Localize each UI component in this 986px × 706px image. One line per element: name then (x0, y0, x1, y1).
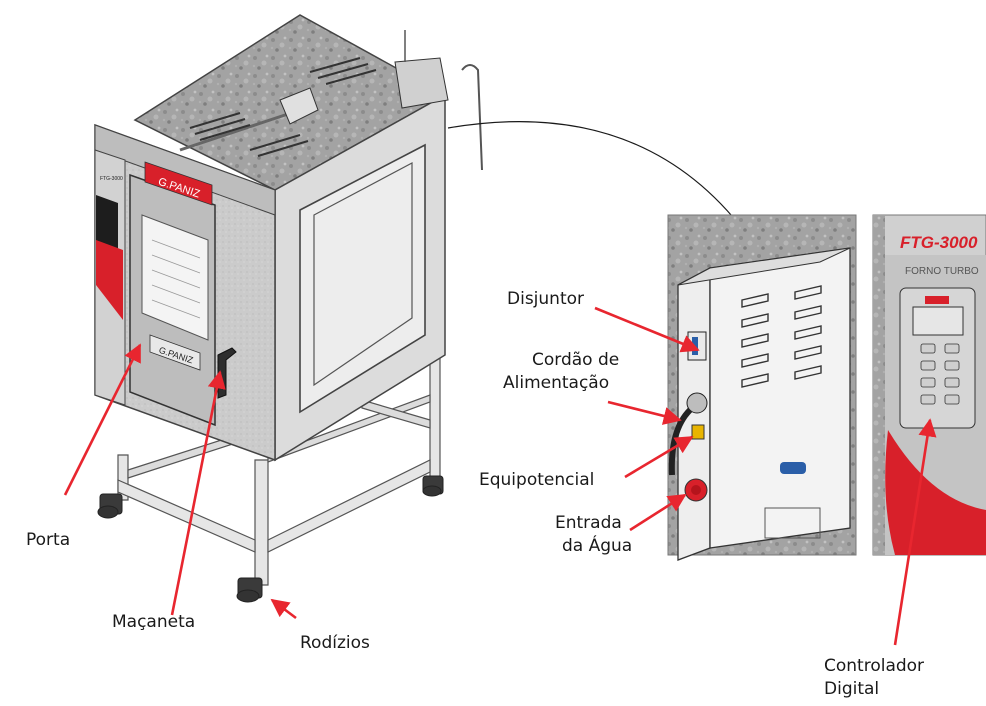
label-macaneta: Maçaneta (112, 612, 196, 632)
controller-detail-panel (872, 214, 986, 556)
label-disjuntor: Disjuntor (507, 289, 584, 309)
label-controlador-line2: Digital (824, 679, 880, 699)
caster-wheels (97, 475, 444, 603)
arrow-cordao (607, 400, 682, 425)
arrow-rodizios (270, 598, 297, 620)
label-cordao-line1: Cordão de (532, 350, 620, 370)
detail-connector-curve (447, 121, 746, 233)
pointer-arrows (63, 306, 937, 646)
oven-side-model: FTG-3000 (100, 176, 123, 182)
label-cordao-line2: Alimentação (503, 373, 610, 393)
controller-subtitle-text: FORNO TURBO (905, 266, 979, 277)
label-entrada-line1: Entrada (555, 513, 622, 533)
label-entrada-line2: da Água (562, 536, 633, 556)
label-controlador-line1: Controlador (824, 656, 925, 676)
electrical-detail-panel (667, 214, 857, 561)
label-equipotencial: Equipotencial (479, 470, 595, 490)
arrow-controlador (893, 418, 937, 646)
controller-model-text: FTG-3000 (900, 233, 978, 252)
arrow-equipotencial (624, 435, 694, 479)
arrow-macaneta (170, 370, 226, 616)
label-rodizios: Rodízios (300, 633, 370, 653)
oven-body (94, 14, 483, 462)
arrow-disjuntor (594, 306, 700, 353)
arrow-entrada (629, 493, 687, 532)
label-porta: Porta (26, 530, 71, 550)
arrow-porta (63, 343, 142, 496)
